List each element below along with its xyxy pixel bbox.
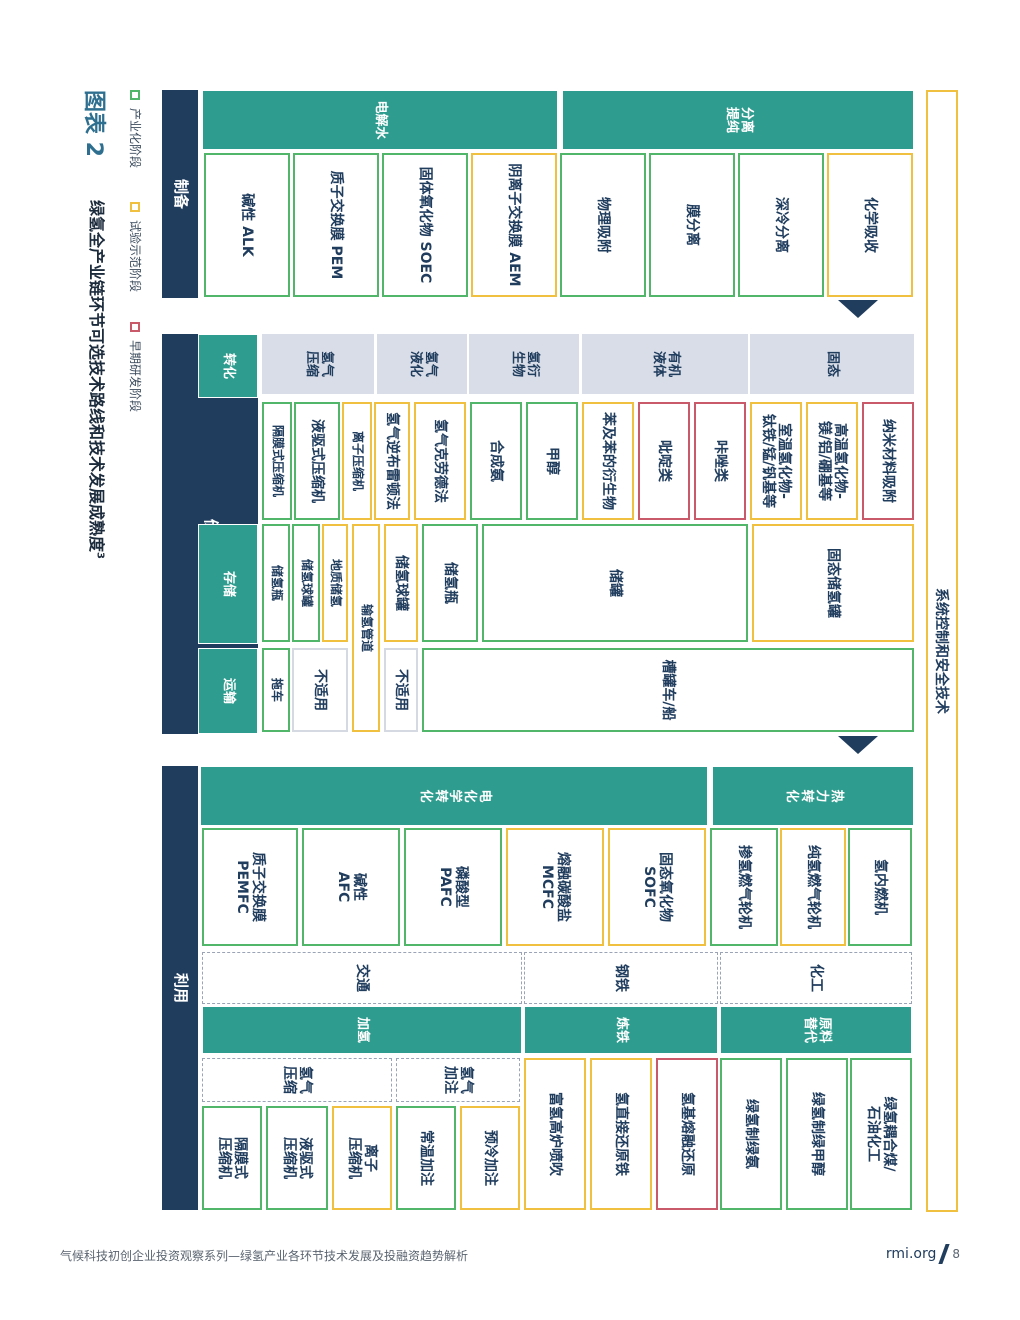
legend-item-early: 早期研发阶段 [127, 322, 144, 412]
node-zh-jiachun: 甲醇 [526, 402, 578, 520]
node-sec-liyong: 利用 [162, 766, 198, 1210]
node-row-qingyanshengwu: 氢衍 生物 [469, 334, 579, 394]
node-zh-nami: 纳米材料吸附 [862, 402, 914, 520]
node-ly-dianhuaxue: 电 化 学 转 化 [200, 766, 708, 826]
node-sub-fenlitichun: 分离 提纯 [562, 90, 914, 150]
node-zh-fuzuolei: 咔唑类 [694, 402, 746, 520]
node-ly-reli: 热 力 转 化 [712, 766, 914, 826]
node-zh-nixiang: 氢气逆布雷顿法 [374, 402, 410, 520]
node-tech-pem: 质子交换膜 PEM [293, 153, 379, 297]
node-ly-pemfc: 质子交换膜 PEMFC [202, 828, 298, 946]
node-row-gutai: 固态 [750, 334, 914, 394]
node-cat-yunshu: 运输 [198, 648, 258, 734]
node-sc-huagong: 化工 [720, 952, 912, 1004]
node-sc-jiaqing: 加氢 [202, 1006, 522, 1054]
flow-arrow-1-icon [838, 300, 878, 318]
node-row-qiqiyehua: 氢气 液化 [377, 334, 467, 394]
node-jq-lizi: 离子 压缩机 [332, 1106, 392, 1210]
node-zh-benji: 苯及苯的衍生物 [582, 402, 634, 520]
node-ly-afc: 碱性 AFC [302, 828, 400, 946]
node-cc-chuqiping2: 储氢瓶 [422, 524, 478, 642]
node-cat-zhuanhua: 转化 [198, 334, 258, 398]
node-ys-bushiyong1: 不适用 [292, 648, 348, 732]
node-yl-ouhe: 绿氢耦合煤/ 石油化工 [850, 1058, 912, 1210]
node-tech-alk: 碱性 ALK [204, 153, 290, 297]
node-zh-shiwen: 室温氢化物- 钛铁/锰/钒基等 [750, 402, 802, 520]
node-cat-cunchu: 存储 [198, 524, 258, 644]
flow-arrow-2-icon [838, 736, 878, 754]
node-row-qiqiyasuo: 氢气 压缩 [262, 334, 374, 394]
node-cc-gutaichuguan: 固态储氢罐 [752, 524, 914, 642]
node-yl-lvan: 绿氢制绿氨 [720, 1058, 782, 1210]
node-sc-qiqiyasuo: 氢气 压缩 [202, 1058, 392, 1102]
node-jq-yequshi: 液驱式 压缩机 [266, 1106, 328, 1210]
node-ly-pafc: 磷酸型 PAFC [404, 828, 502, 946]
node-ly-mcfc: 熔融碳酸盐 MCFC [506, 828, 604, 946]
legend-red-square-icon [130, 322, 141, 332]
node-ly-sofc: 固态氧化物 SOFC [608, 828, 706, 946]
figure-label: 图表 2 [81, 90, 106, 157]
node-tech-wulixifu: 物理吸附 [560, 153, 646, 297]
node-sc-gangtie: 钢铁 [524, 952, 718, 1004]
node-ly-chanqi: 掺氢燃气轮机 [710, 828, 778, 946]
node-cc-chuguan: 储罐 [482, 524, 748, 642]
node-ys-caoguanche: 槽罐车/船 [422, 648, 914, 732]
node-lt-qingjirongrong: 氢基熔融还原 [656, 1058, 718, 1210]
node-ly-neiran: 氢内燃机 [848, 828, 912, 946]
node-lt-qingzhijie: 氢直接还原铁 [590, 1058, 652, 1210]
node-cc-chuqiping1: 储氢瓶 [262, 524, 290, 642]
node-cc-chuqiuguan2: 储氢球罐 [384, 524, 418, 642]
node-tech-shenleng: 深冷分离 [738, 153, 824, 297]
node-sc-yuanliao: 原料 替代 [720, 1006, 912, 1054]
node-cc-guandao: 输氢管道 [352, 524, 380, 732]
figure-title: 绿氢全产业链环节可选技术路线和技术发展成熟度3 [87, 200, 106, 559]
node-ly-chunqing: 纯氢燃气轮机 [780, 828, 846, 946]
node-zh-hechengan: 合成氨 [470, 402, 522, 520]
node-row-youjiyeti: 有机 液体 [582, 334, 748, 394]
node-ys-bushiyong2: 不适用 [384, 648, 418, 732]
node-jq-changwen: 常温加注 [396, 1106, 456, 1210]
node-cc-dizhi: 地质储氢 [322, 524, 348, 642]
node-zh-yequshi: 液驱式压缩机 [294, 402, 340, 520]
legend-item-industrial: 产业化阶段 [127, 90, 144, 168]
node-zh-gemoshi: 隔膜式压缩机 [262, 402, 292, 520]
node-tech-huaxuexishou: 化学吸收 [827, 153, 913, 297]
system-control-bar: 系统控制和安全技术 [926, 90, 958, 1212]
node-zh-gaowen: 高温氢化物- 镁/铝/硼基等 [806, 402, 858, 520]
node-yl-jiachun: 绿氢制绿甲醇 [786, 1058, 848, 1210]
node-zh-lizi: 离子压缩机 [342, 402, 372, 520]
node-tech-soec: 固体氧化物 SOEC [382, 153, 468, 297]
node-jq-yuleng: 预冷加注 [460, 1106, 520, 1210]
node-tech-mofenli: 膜分离 [649, 153, 735, 297]
node-zh-bideilei: 吡啶类 [638, 402, 690, 520]
legend-yellow-square-icon [130, 202, 141, 212]
node-zh-kelaode: 氢气克劳德法 [414, 402, 466, 520]
node-tech-aem: 阴离子交换膜 AEM [471, 153, 557, 297]
node-jq-gemoshi: 隔膜式 压缩机 [202, 1106, 262, 1210]
node-sub-dianjieshui: 电解水 [202, 90, 558, 150]
node-sc-liantie: 炼铁 [524, 1006, 718, 1054]
node-ys-tuoche: 拖车 [262, 648, 290, 732]
legend-item-pilot: 试验示范阶段 [127, 202, 144, 292]
node-sc-jiaotong: 交通 [202, 952, 522, 1004]
node-sec-zhibei: 制备 [162, 90, 198, 298]
node-cc-chuqiuguan1: 储氢球罐 [292, 524, 320, 642]
node-sc-qiqijiazhu: 氢气 加注 [396, 1058, 520, 1102]
legend-green-square-icon [130, 90, 141, 100]
node-lt-fuqinggaolu: 富氢高炉喷吹 [524, 1058, 586, 1210]
